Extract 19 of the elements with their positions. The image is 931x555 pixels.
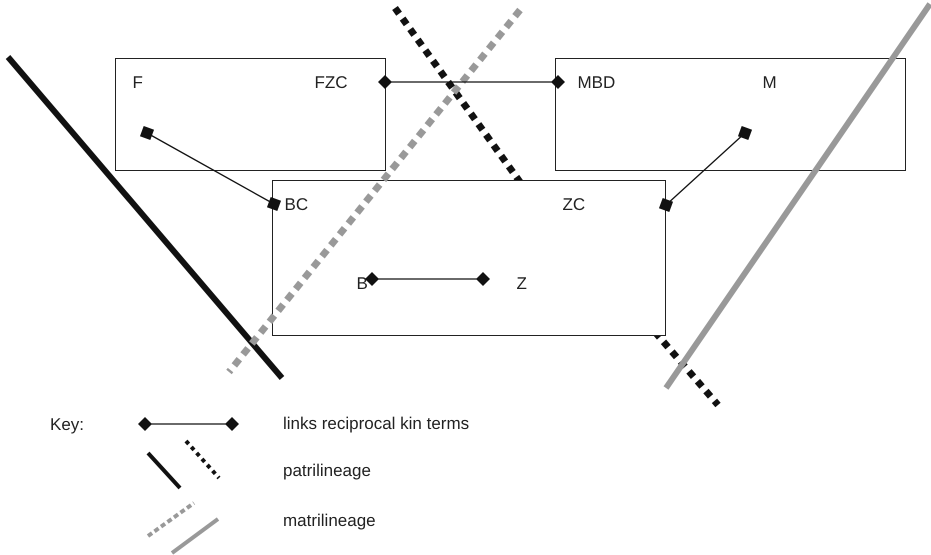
- kin-term: ZC: [562, 194, 586, 214]
- kin-term: F: [132, 72, 143, 92]
- kin-term: B: [356, 274, 368, 292]
- kin-group-box: [115, 58, 386, 171]
- kin-term: FZC: [314, 72, 348, 92]
- kin-group-box: [555, 58, 906, 171]
- kin-group-box: [272, 180, 666, 336]
- key-heading: Key:: [50, 415, 84, 434]
- kin-link: [658, 126, 752, 212]
- kin-term: BC: [284, 194, 308, 214]
- legend-text: links reciprocal kin terms: [283, 414, 470, 433]
- kin-term: Z: [516, 274, 527, 292]
- kin-term: MBD: [578, 72, 616, 92]
- kin-term: M: [762, 72, 777, 92]
- kin-link: [378, 75, 565, 89]
- legend-text: matrilineage: [283, 511, 376, 530]
- kin-link: [365, 272, 490, 286]
- legend-text: patrilineage: [283, 461, 371, 480]
- kin-link: [140, 126, 282, 212]
